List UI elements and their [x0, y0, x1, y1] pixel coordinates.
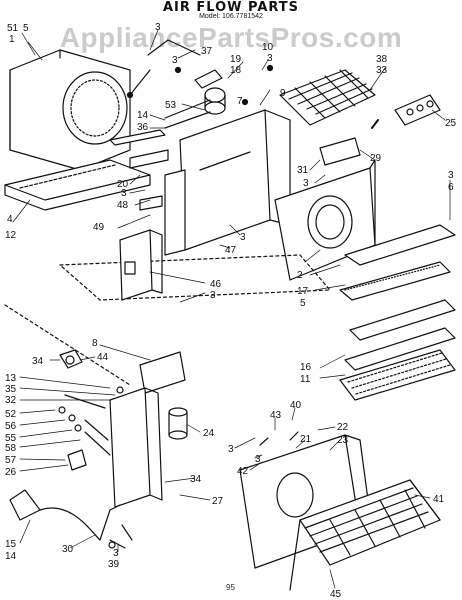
- control-box: [119, 229, 163, 301]
- callout-32: 32: [5, 395, 17, 406]
- callout-6: 6: [448, 182, 454, 193]
- leader-lines: [12, 29, 451, 589]
- callout-22: 22: [337, 422, 349, 433]
- page-number: 95: [226, 583, 235, 592]
- callout-34: 34: [32, 356, 44, 367]
- callout-51: 51: [7, 23, 19, 34]
- callout-3: 3: [255, 454, 261, 465]
- callout-21: 21: [300, 434, 312, 445]
- callout-3: 3: [303, 178, 309, 189]
- callout-19: 19: [230, 54, 242, 65]
- callout-53: 53: [165, 100, 177, 111]
- callout-56: 56: [5, 421, 17, 432]
- callout-25: 25: [445, 118, 457, 129]
- callout-30: 30: [62, 544, 74, 555]
- callout-13: 13: [5, 373, 17, 384]
- fan-motor: [194, 69, 226, 115]
- capacitor-bracket: [139, 351, 188, 440]
- callout-18: 18: [230, 65, 242, 76]
- callout-labels: 51 5 1 3 37 3 19 18 10 3 38 33 9 7 53 14…: [5, 22, 457, 600]
- callout-3: 3: [228, 444, 234, 455]
- callout-3: 3: [267, 53, 273, 64]
- base-drain-pan: [4, 159, 151, 211]
- callout-5: 5: [300, 298, 306, 309]
- callout-7: 7: [237, 96, 243, 107]
- control-board: [394, 94, 441, 126]
- callout-3: 3: [448, 170, 454, 181]
- callout-38: 38: [376, 54, 388, 65]
- bracket-29: [319, 119, 379, 166]
- callout-3: 3: [210, 290, 216, 301]
- callout-17: 17: [297, 286, 309, 297]
- callout-41: 41: [433, 494, 445, 505]
- callout-45: 45: [330, 589, 342, 600]
- callout-29: 29: [370, 153, 382, 164]
- callout-9: 9: [280, 88, 286, 99]
- callout-49: 49: [93, 222, 105, 233]
- callout-47: 47: [225, 245, 237, 256]
- callout-5: 5: [23, 23, 29, 34]
- callout-20: 20: [117, 179, 129, 190]
- callout-57: 57: [5, 455, 17, 466]
- callout-3: 3: [121, 188, 127, 199]
- callout-33: 33: [376, 65, 388, 76]
- callout-40: 40: [290, 400, 302, 411]
- knob-assembly: [59, 349, 83, 369]
- callout-42: 42: [237, 466, 249, 477]
- callout-48: 48: [117, 200, 129, 211]
- callout-3: 3: [155, 22, 161, 33]
- callout-14: 14: [137, 110, 149, 121]
- callout-35: 35: [5, 384, 17, 395]
- watermark: AppliancePartsPros.com: [59, 22, 403, 53]
- callout-23: 23: [337, 435, 349, 446]
- callout-27: 27: [212, 496, 224, 507]
- callout-39: 39: [108, 559, 120, 570]
- power-cord: [9, 489, 133, 549]
- callout-2: 2: [297, 270, 303, 281]
- callout-15: 15: [5, 539, 17, 550]
- callout-11: 11: [300, 374, 311, 385]
- callout-37: 37: [201, 46, 213, 57]
- callout-12: 12: [5, 230, 17, 241]
- floor-outline: [4, 254, 331, 386]
- filter-stack: [339, 224, 456, 401]
- callout-26: 26: [5, 467, 17, 478]
- callout-34: 34: [190, 474, 202, 485]
- callout-46: 46: [210, 279, 222, 290]
- callout-8: 8: [92, 338, 98, 349]
- callout-1: 1: [9, 34, 15, 45]
- callout-36: 36: [137, 122, 149, 133]
- model-number: Model: 106.7781542: [199, 13, 263, 20]
- callout-3: 3: [172, 55, 178, 66]
- callout-10: 10: [262, 42, 274, 53]
- control-panel: [58, 386, 163, 508]
- callout-4: 4: [7, 214, 13, 225]
- diagram-title: AIR FLOW PARTS: [162, 0, 300, 15]
- callout-55: 55: [5, 433, 17, 444]
- filter-grille: [279, 69, 376, 126]
- callout-14: 14: [5, 551, 17, 562]
- center-bulkhead: [164, 109, 291, 256]
- callout-24: 24: [203, 428, 215, 439]
- callout-43: 43: [270, 410, 282, 421]
- condenser-coil: [289, 479, 441, 591]
- top-rods: [126, 39, 274, 129]
- callout-3: 3: [240, 232, 246, 243]
- callout-44: 44: [97, 352, 109, 363]
- callout-58: 58: [5, 443, 17, 454]
- callout-3: 3: [113, 548, 119, 559]
- callout-31: 31: [297, 165, 309, 176]
- brackets: [109, 129, 169, 211]
- housing-panel: [9, 49, 131, 171]
- callout-16: 16: [300, 362, 312, 373]
- callout-52: 52: [5, 409, 17, 420]
